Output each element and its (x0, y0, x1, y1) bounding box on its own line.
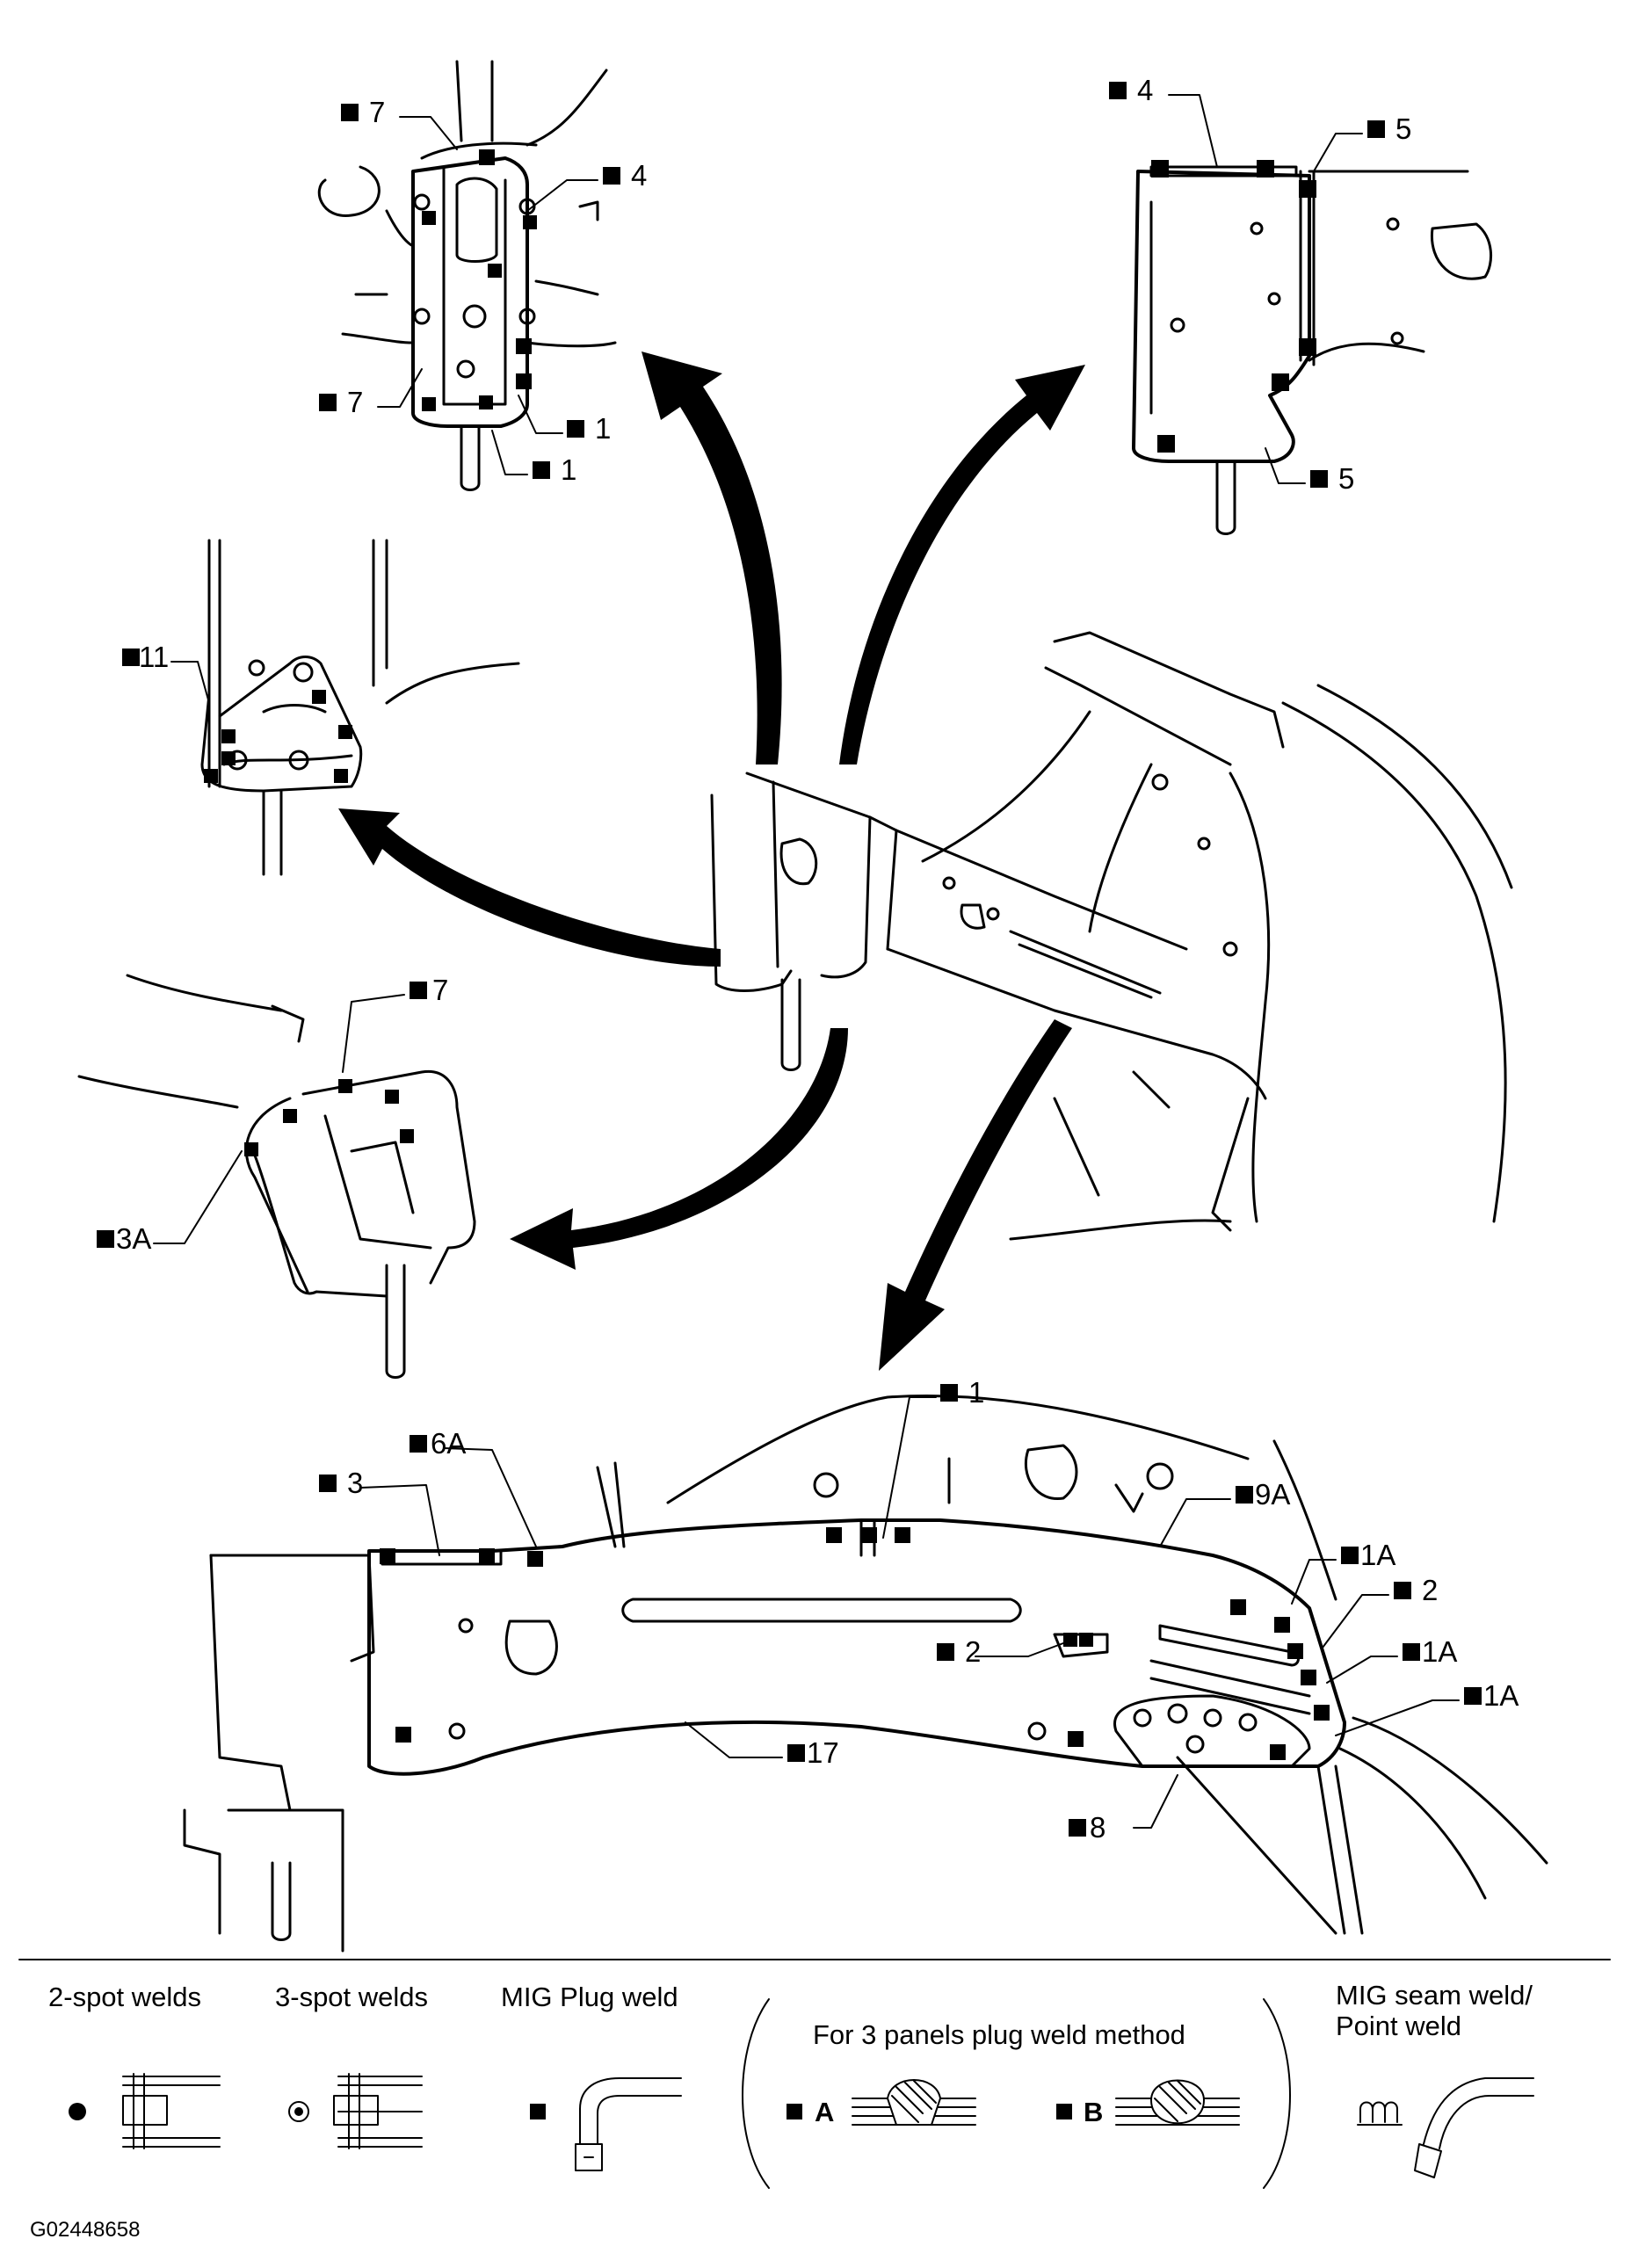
legend-three-panels-label: For 3 panels plug weld method (813, 2019, 1185, 2050)
callout-label: 5 (1338, 462, 1354, 495)
detail-lower-left (77, 974, 476, 1379)
weld-markers (204, 149, 1330, 1760)
callout-label: 1 (595, 412, 611, 445)
callout-label: 5 (1395, 112, 1411, 145)
arrow-to-top-left (642, 351, 782, 764)
detail-mid-left (200, 539, 520, 876)
callout-label: 3A (116, 1222, 151, 1255)
detail-bottom-rail (183, 1394, 1548, 1953)
callout-label: 9A (1255, 1478, 1290, 1511)
center-assembly (710, 631, 1513, 1241)
callout-label: 1 (561, 453, 576, 486)
figure-id: G02448658 (30, 2218, 141, 2242)
callout-label: 7 (347, 386, 363, 418)
arrow-to-lower-left (510, 1028, 848, 1270)
callout-label: 11 (139, 641, 169, 673)
legend-mig-seam-label: MIG seam weld/ (1336, 1980, 1533, 2011)
legend-two-spot-label: 2-spot welds (48, 1982, 202, 2012)
callout-label: 17 (807, 1736, 839, 1769)
mig-seam-weld-icon (1357, 2077, 1534, 2178)
arrow-to-bottom (879, 1019, 1072, 1371)
plug-method-b-icon (1056, 2079, 1240, 2126)
arrow-to-top-right (839, 365, 1085, 764)
callout-label: 7 (369, 96, 385, 128)
callout-label: 4 (1137, 74, 1153, 106)
legend-point-weld-label: Point weld (1336, 2011, 1462, 2041)
legend-bracket-right (1263, 1998, 1291, 2189)
detail-top-right (1132, 165, 1493, 535)
legend-method-a-label: A (815, 2097, 835, 2127)
callout-label: 2 (965, 1635, 981, 1668)
legend-method-b-label: B (1084, 2097, 1104, 2127)
callout-label: 1A (1422, 1635, 1457, 1668)
legend-bracket-left (742, 1998, 770, 2189)
callout-label: 3 (347, 1467, 363, 1499)
callout-label: 2 (1422, 1574, 1438, 1606)
callout-label: 8 (1090, 1811, 1105, 1844)
plug-method-a-icon (787, 2079, 976, 2126)
callout-label: 4 (631, 159, 647, 192)
legend-mig-plug-label: MIG Plug weld (501, 1982, 678, 2012)
legend-three-spot-label: 3-spot welds (275, 1982, 429, 2012)
legend-symbols (69, 1998, 1534, 2189)
callout-label: 1 (968, 1376, 984, 1409)
leader-lines (153, 94, 1460, 1829)
callout-label: 1A (1483, 1679, 1519, 1712)
arrows (338, 351, 1085, 1371)
callout-label: 1A (1360, 1539, 1395, 1571)
arrow-to-mid-left (338, 808, 721, 967)
callout-labels: 7 4 7 1 1 4 5 5 11 7 3A 1 6A 3 9A 1A 2 1… (116, 74, 1519, 1844)
mig-plug-weld-icon (530, 2077, 682, 2171)
two-spot-weld-icon (69, 2073, 221, 2149)
callout-label: 7 (432, 974, 448, 1006)
callout-bullets (97, 82, 1482, 1837)
three-spot-weld-icon (288, 2073, 423, 2149)
callout-label: 6A (431, 1427, 466, 1460)
